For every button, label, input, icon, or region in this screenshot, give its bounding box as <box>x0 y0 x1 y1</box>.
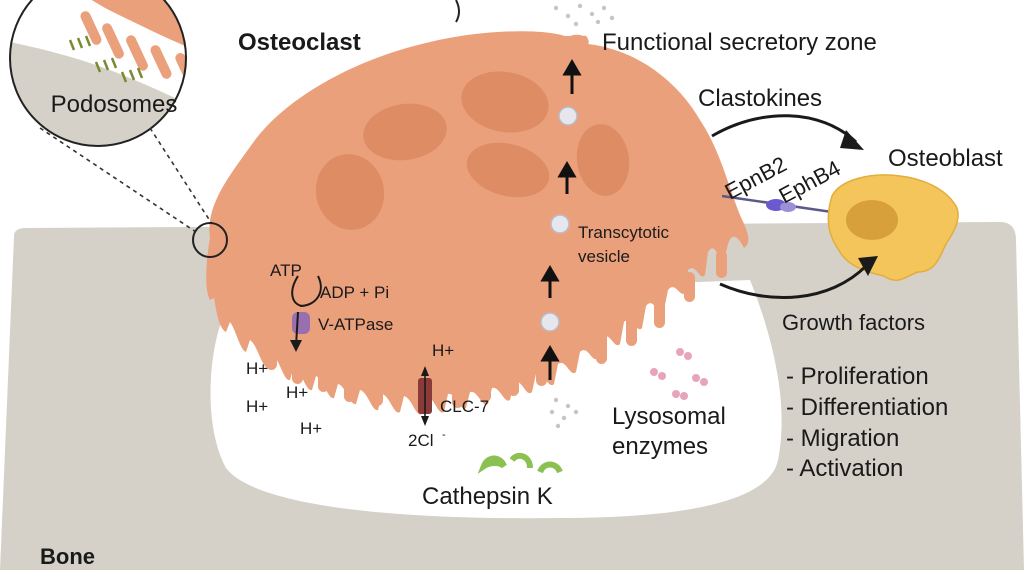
secretory-zone-tip <box>558 35 589 48</box>
podosomes-inset: Podosomes <box>9 0 187 147</box>
osteoclast-cell <box>206 31 749 415</box>
atp-label: ATP <box>270 261 302 280</box>
clastokines-label: Clastokines <box>698 85 822 112</box>
clc7-channel <box>418 366 432 426</box>
proton-label: H+ <box>300 419 322 438</box>
zoom-lines <box>39 127 213 233</box>
cathepsin-k-shapes <box>477 452 563 474</box>
osteoblast-label: Osteoblast <box>888 145 1003 172</box>
growth-factors-label: Growth factors <box>782 310 925 335</box>
clc7-label: CLC-7 <box>440 397 489 416</box>
transcytotic-vesicle-label-1: Transcytotic <box>578 223 670 242</box>
proton-label: H+ <box>286 383 308 402</box>
osteoblast-cell <box>827 174 959 281</box>
effects-list: - Proliferation - Differentiation - Migr… <box>786 363 948 482</box>
v-atpase-label: V-ATPase <box>318 315 393 334</box>
secretion-dots <box>553 3 615 27</box>
osteoclast-label: Osteoclast <box>238 29 361 56</box>
secretion-dots-lower <box>549 397 579 429</box>
vesicles <box>540 106 578 332</box>
proton-label: H+ <box>246 359 268 378</box>
effect-item: - Proliferation <box>786 363 929 390</box>
proton-label: H+ <box>246 397 268 416</box>
effect-item: - Activation <box>786 455 903 482</box>
growth-factors-arrow <box>719 264 868 300</box>
effect-item: - Migration <box>786 425 899 452</box>
podosome-zoom-circle <box>192 222 228 258</box>
transcytotic-vesicle-label-2: vesicle <box>578 247 630 266</box>
adp-pi-label: ADP + Pi <box>320 283 389 302</box>
podosomes-label: Podosomes <box>51 91 178 118</box>
bone-label: Bone <box>40 544 95 569</box>
osteoclast-nuclei <box>315 71 630 230</box>
cathepsin-k-label: Cathepsin K <box>422 483 553 510</box>
lysosomal-enzyme-dots <box>650 348 708 400</box>
clastokines-arrow <box>711 114 858 144</box>
lysosomal-enzymes-label-2: enzymes <box>612 433 708 460</box>
effect-item: - Differentiation <box>786 394 948 421</box>
top-arc <box>455 0 460 23</box>
chloride-label: 2Cl <box>408 431 434 450</box>
chloride-charge: - <box>442 429 446 441</box>
lysosomal-enzymes-label-1: Lysosomal <box>612 403 726 430</box>
proton-label: H+ <box>432 341 454 360</box>
v-atpase-pump <box>290 275 322 352</box>
functional-secretory-zone-label: Functional secretory zone <box>602 29 877 56</box>
transcytosis-path <box>540 59 582 380</box>
